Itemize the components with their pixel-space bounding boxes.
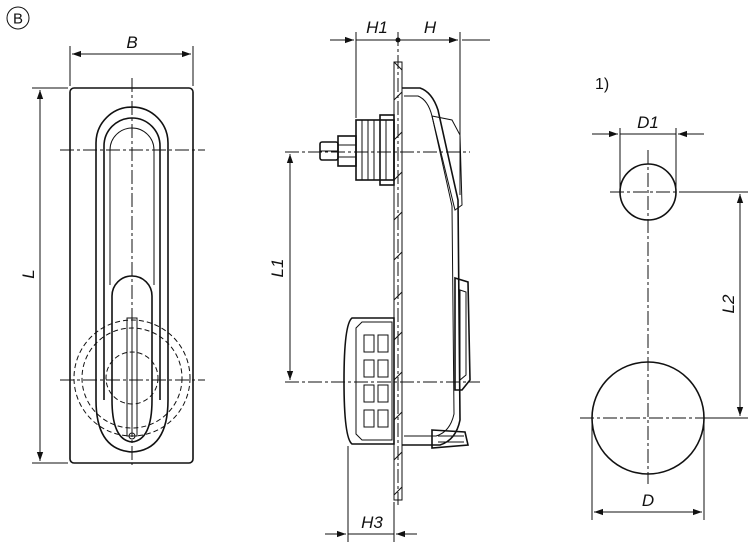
dimension-l: L <box>19 87 68 464</box>
dimension-d1-label: D1 <box>637 113 659 132</box>
dimension-b-label: B <box>126 33 137 52</box>
view-b-badge: B <box>6 6 30 30</box>
side-view <box>285 32 480 505</box>
footnote-marker: 1) <box>595 76 609 93</box>
dimension-d1: D1 <box>592 113 704 188</box>
dimension-l-label: L <box>19 269 38 278</box>
dimension-l1-label: L1 <box>268 259 287 278</box>
dimension-l1: L1 <box>268 154 294 380</box>
dimension-d-label: D <box>642 491 654 510</box>
dimension-h1-label: H1 <box>366 18 388 37</box>
front-view <box>60 78 205 465</box>
view-b-label: B <box>13 11 23 28</box>
dimension-h3-label: H3 <box>361 513 383 532</box>
dimension-h-label: H <box>424 18 437 37</box>
cutout-view: 1) <box>580 76 716 484</box>
dimension-d: D <box>591 420 705 520</box>
dimension-b: B <box>69 33 194 86</box>
dimension-h3: H3 <box>325 446 417 542</box>
dimension-l2-label: L2 <box>719 294 738 313</box>
dimension-h1-h: H1 H <box>330 18 490 195</box>
dimension-l2: L2 <box>680 191 748 419</box>
